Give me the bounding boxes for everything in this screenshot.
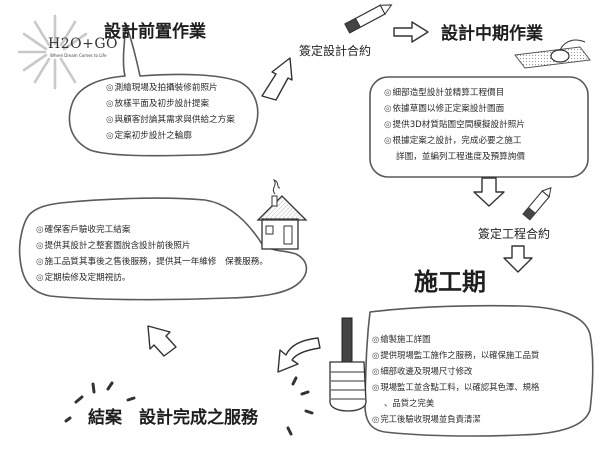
list-item: ◎細部造型設計並精算工程價目 <box>384 88 505 98</box>
list-item: ◎施工品質其事後之售後服務，提供其一年維修 保養服務。 <box>36 257 268 267</box>
list-item: ◎現場監工並含點工料，以確認其色澤、規格 <box>372 382 540 392</box>
sign-construction-contract-label: 簽定工程合約 <box>478 227 551 241</box>
list-item: ◎測繪現場及拍攝裝修前照片 <box>106 83 218 93</box>
mid-design-box <box>369 76 589 178</box>
bullet-icon: ◎ <box>384 104 392 114</box>
pre-design-bubble <box>68 23 259 157</box>
list-item: ◎提供現場監工施作之服務，以確保施工品質 <box>372 350 540 360</box>
bullet-icon: ◎ <box>36 241 44 251</box>
computer-mouse-icon <box>514 39 591 69</box>
arrow-down-1 <box>473 177 505 207</box>
bullet-icon: ◎ <box>384 136 392 146</box>
bullet-icon: ◎ <box>372 414 380 424</box>
construction-title: 施工期 <box>414 268 486 296</box>
mid-design-title: 設計中期作業 <box>441 24 543 44</box>
list-item: ◎與顧客討論其需求與供給之方案 <box>106 115 235 125</box>
construction-box <box>364 304 594 437</box>
list-item-continued: 詳圖，並編列工程進度及預算詢價 <box>396 152 525 162</box>
bullet-icon: ◎ <box>372 382 380 392</box>
mid-design-list: ◎細部造型設計並精算工程價目 ◎依據草圖以修正定案設計圖面 ◎提供3D材質貼圖空… <box>384 85 525 165</box>
list-item: ◎依據草圖以修正定案設計圖面 <box>384 104 505 114</box>
bullet-icon: ◎ <box>106 115 114 125</box>
closing-title: 結案 設計完成之服務 <box>88 408 258 428</box>
bullet-icon: ◎ <box>36 225 44 235</box>
bullet-icon: ◎ <box>36 273 44 283</box>
house-icon <box>256 179 308 250</box>
closing-bubble <box>18 197 308 301</box>
sun-logo-icon <box>17 14 88 90</box>
list-item: ◎繪製施工詳圖 <box>372 334 431 344</box>
screwdriver-icon <box>329 317 367 412</box>
bullet-icon: ◎ <box>372 350 380 360</box>
logo-tagline: Where Dream Comes to Life <box>50 53 107 58</box>
list-item: ◎根據定案之設計，完成必要之施工 <box>384 136 522 146</box>
list-item: ◎確保客戶驗收完工結案 <box>36 225 131 235</box>
list-item: ◎提供3D材質貼圖空間模擬設計照片 <box>384 120 525 130</box>
bullet-icon: ◎ <box>106 131 114 141</box>
bullet-icon: ◎ <box>384 120 392 130</box>
logo-mark: H2O+GO <box>48 36 118 52</box>
list-item: ◎提供其設計之整套圖說含設計前後照片 <box>36 241 191 251</box>
arrow-right-to-mid <box>393 21 429 43</box>
closing-list: ◎確保客戶驗收完工結案 ◎提供其設計之整套圖說含設計前後照片 ◎施工品質其事後之… <box>36 222 268 286</box>
arrow-pre-to-mid <box>261 57 293 101</box>
arrow-construction-to-closing <box>277 337 321 373</box>
arrow-up-to-closing <box>147 325 177 357</box>
list-item: ◎定期檢修及定期視訪。 <box>36 273 131 283</box>
pencil-icon-2 <box>522 187 552 221</box>
bullet-icon: ◎ <box>106 83 114 93</box>
bullet-icon: ◎ <box>372 334 380 344</box>
decorative-dashes <box>64 376 314 436</box>
pre-design-title: 設計前置作業 <box>104 22 206 42</box>
bullet-icon: ◎ <box>384 88 392 98</box>
list-item: ◎完工後驗收現場並負責清潔 <box>372 414 481 424</box>
construction-list: ◎繪製施工詳圖 ◎提供現場監工施作之服務，以確保施工品質 ◎細部收邊及現場尺寸修… <box>372 331 539 427</box>
list-item: ◎細部收邊及現場尺寸修改 <box>372 366 473 376</box>
pencil-icon <box>344 4 393 34</box>
pre-design-list: ◎測繪現場及拍攝裝修前照片 ◎放樣平面及初步設計提案 ◎與顧客討論其需求與供給之… <box>106 80 235 144</box>
list-item: ◎放樣平面及初步設計提案 <box>106 99 210 109</box>
list-item-continued: 、品質之完美 <box>384 398 435 408</box>
list-item: ◎定案初步設計之輪廓 <box>106 131 192 141</box>
bullet-icon: ◎ <box>106 99 114 109</box>
arrow-down-2 <box>503 245 533 273</box>
sign-design-contract-label: 簽定設計合約 <box>299 44 372 58</box>
bullet-icon: ◎ <box>372 366 380 376</box>
bullet-icon: ◎ <box>36 257 44 267</box>
